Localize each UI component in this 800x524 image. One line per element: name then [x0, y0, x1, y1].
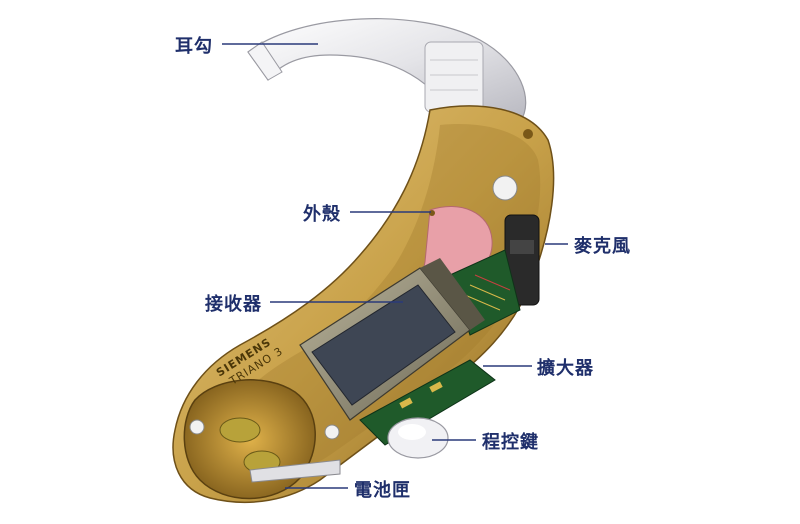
- receiver-shape: [299, 258, 485, 421]
- label-program-button: 程控鍵: [482, 432, 539, 453]
- label-amplifier: 擴大器: [537, 358, 594, 379]
- label-shell: 外殼: [303, 204, 341, 225]
- label-microphone: 麥克風: [574, 236, 631, 257]
- screws: [189, 129, 533, 440]
- label-ear-hook: 耳勾: [175, 36, 213, 57]
- program-button-shape: [387, 417, 449, 459]
- label-battery-compartment: 電池匣: [354, 480, 411, 501]
- label-receiver: 接收器: [205, 294, 262, 315]
- battery-compartment-shape: [183, 379, 341, 500]
